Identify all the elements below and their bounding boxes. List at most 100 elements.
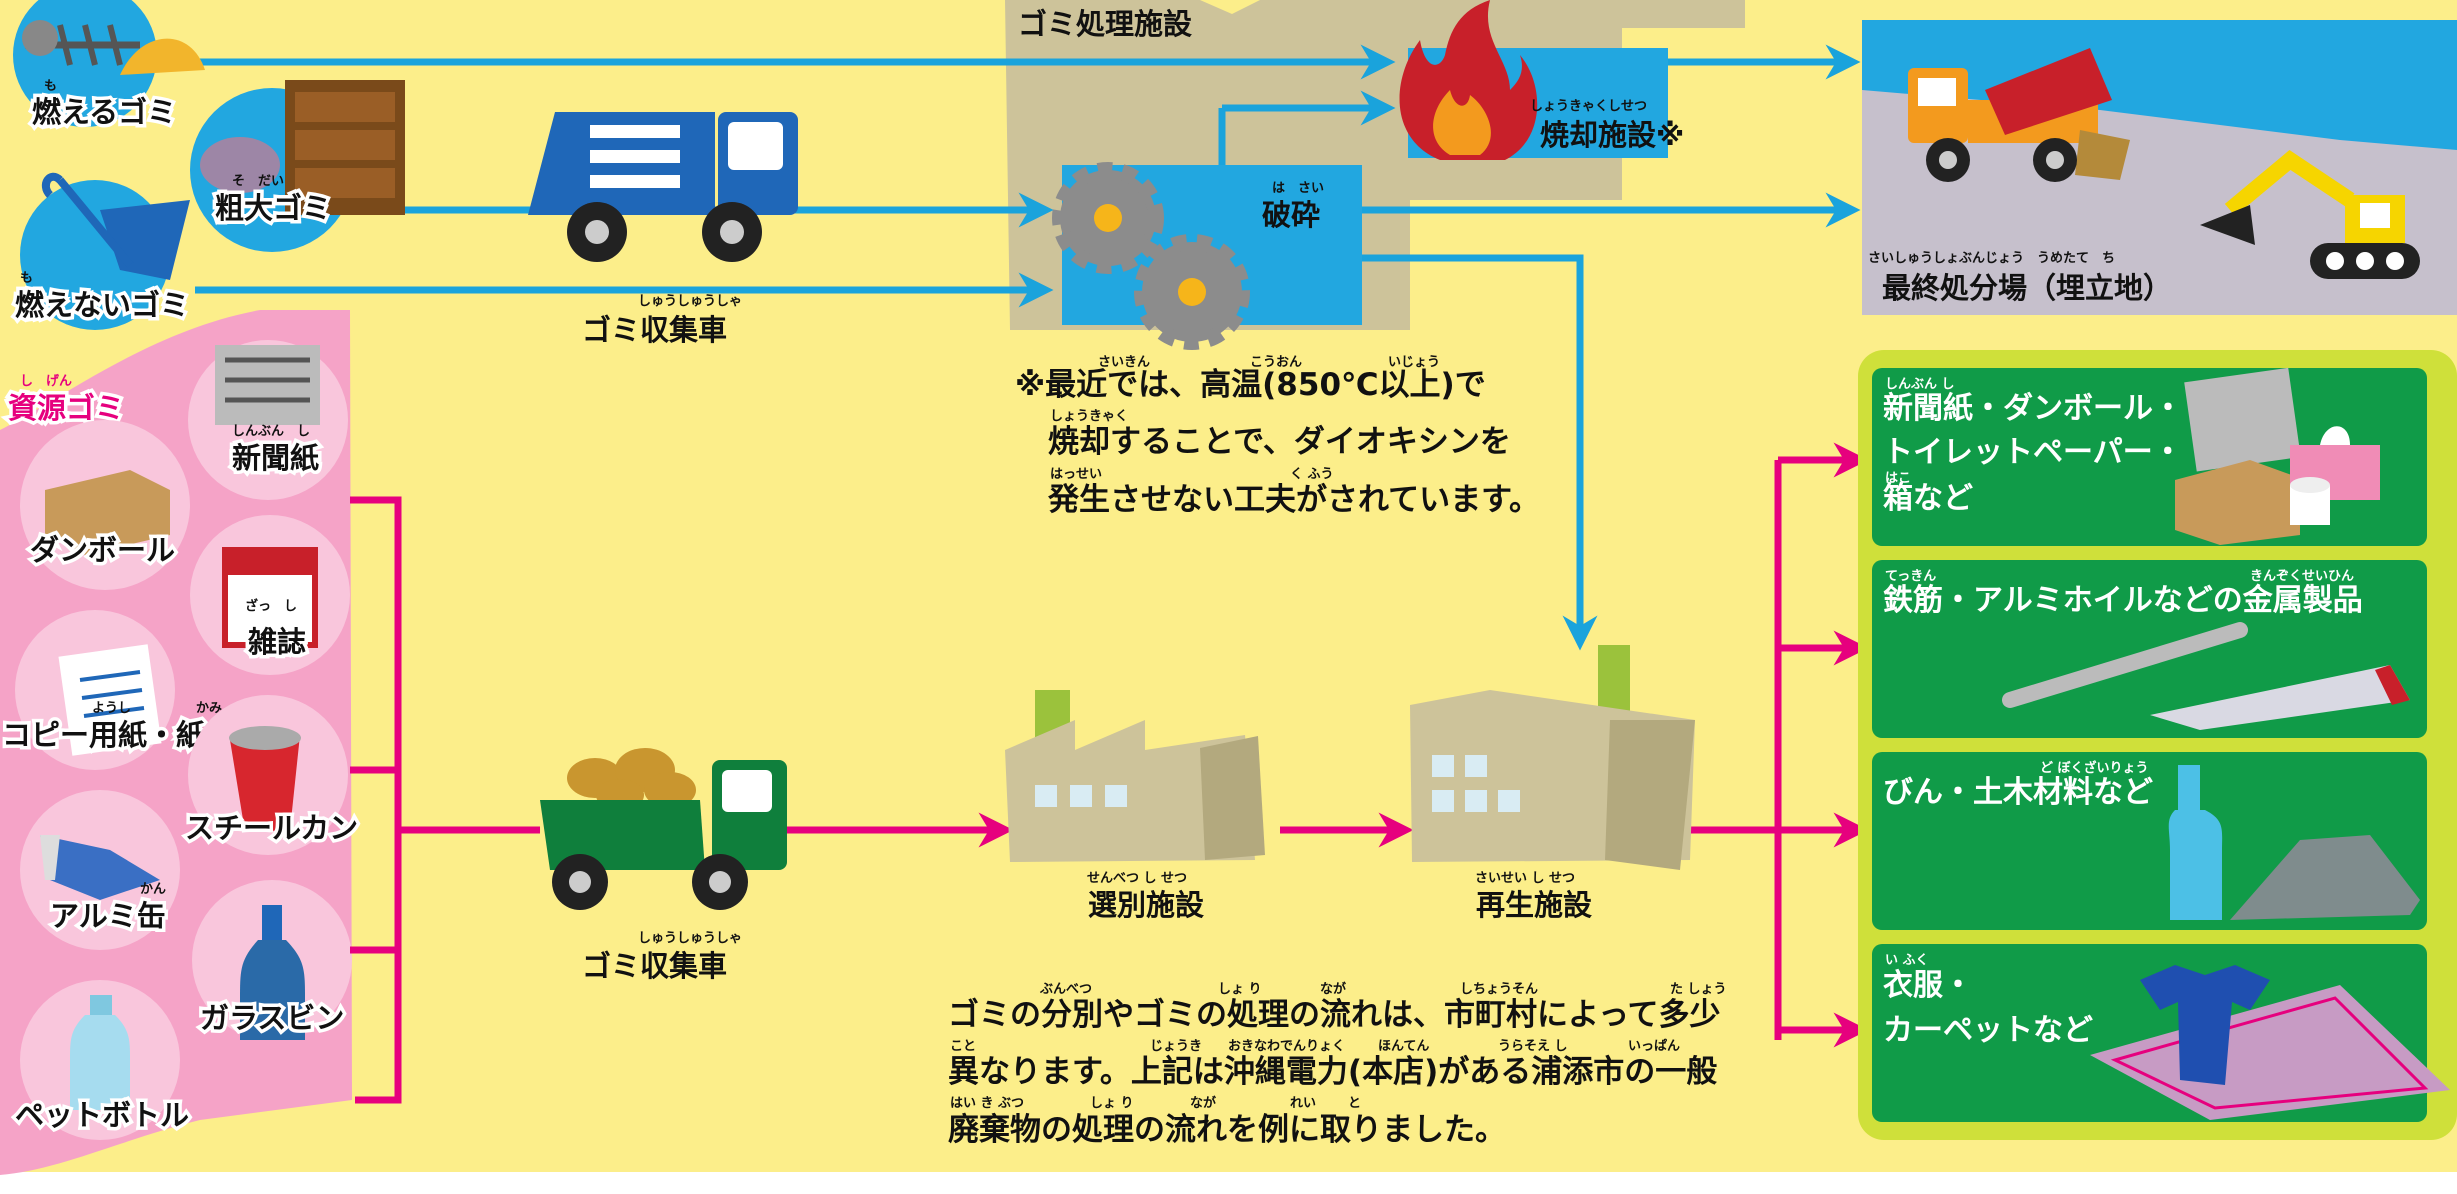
note-ruby: おきなわでんりょく	[1228, 1039, 1345, 1054]
burnable-ruby: も	[44, 79, 57, 94]
excavator-icon	[2200, 150, 2420, 279]
sorting-facility: せんべつ し せつ 選別施設	[1005, 690, 1265, 922]
newspaper-ruby: しんぶん し	[232, 424, 310, 439]
resource-newspaper: しんぶん し 新聞紙	[188, 340, 348, 500]
note-ruby: しょうきゃく	[1050, 409, 1128, 424]
product-ruby: ど ぼくざいりょう	[2040, 760, 2149, 776]
note-line-3: 発生させない工夫がされています。	[1047, 482, 1540, 518]
burnable-label: 燃えるゴミ	[32, 95, 176, 129]
note-ruby: さいきん	[1098, 355, 1150, 370]
product-line: 鉄筋・アルミホイルなどの金属製品	[1883, 583, 2363, 618]
note-ruby: はい き ぶつ	[950, 1096, 1024, 1111]
rebar-icon	[2002, 622, 2248, 708]
recycling-ruby: さいせい し せつ	[1475, 871, 1575, 886]
gear-icon	[1134, 234, 1250, 350]
newspaper-icon	[2184, 367, 2301, 472]
product-line: カーペットなど	[1883, 1013, 2093, 1048]
product-card-paper: しんぶん し 新聞紙・ダンボール・ トイレットペーパー・ はこ 箱など	[1872, 367, 2427, 546]
resource-flow-arrows	[350, 442, 1869, 1104]
resource-pet-bottle: ペットボトル	[12, 980, 193, 1140]
note-ruby: なが	[1190, 1095, 1216, 1111]
dump-truck-icon	[1908, 48, 2130, 182]
product-ruby: しんぶん し	[1885, 377, 1955, 392]
glass-bottle-label: ガラスビン	[200, 1001, 344, 1035]
resource-garbage-panel: し げん 資源ゴミ しんぶん し 新聞紙 ダンボール ざっ し 雑誌	[0, 310, 362, 1175]
note-ruby: た しょう	[1670, 982, 1727, 997]
incineration-facility: しょうきゃくしせつ 焼却施設※	[1399, 0, 1684, 160]
resource-truck: しゅうしゅうしゃ ゴミ収集車	[540, 748, 787, 983]
product-ruby: てっきん	[1885, 569, 1936, 584]
cardboard-box-icon	[2175, 460, 2300, 545]
carpet-icon	[2090, 985, 2450, 1120]
steel-can-label: スチールカン	[185, 811, 358, 845]
note-ruby: れい	[1290, 1096, 1316, 1111]
product-card-textile: い ふく 衣服・ カーペットなど	[1872, 944, 2450, 1122]
resource-cardboard: ダンボール	[20, 420, 190, 590]
treatment-facility-title: ゴミ処理施設	[1018, 7, 1193, 41]
basket-icon	[200, 137, 280, 193]
nonburnable-label: 燃えないゴミ	[15, 288, 189, 322]
magazine-label: 雑誌	[247, 625, 306, 659]
cardboard-label: ダンボール	[30, 533, 175, 567]
newspaper-icon	[215, 345, 320, 425]
resource-title: 資源ゴミ	[8, 391, 124, 425]
resource-truck-label: ゴミ収集車	[582, 949, 727, 983]
toilet-paper-icon	[2290, 477, 2330, 525]
factory-icon	[1410, 645, 1695, 870]
resource-glass-bottle: ガラスビン	[192, 880, 352, 1040]
product-line: 衣服・	[1883, 968, 1973, 1003]
pet-bottle-label: ペットボトル	[15, 1098, 189, 1132]
steel-can-icon	[230, 735, 300, 832]
recycling-label: 再生施設	[1476, 888, 1593, 922]
recycling-facility: さいせい し せつ 再生施設	[1410, 645, 1695, 922]
umbrella-icon	[41, 172, 190, 280]
landfill-panel: さいしゅうしょぶんじょう うめたて ち 最終処分場（埋立地）	[1862, 20, 2457, 315]
note-ruby: しちょうそん	[1460, 982, 1538, 997]
waste-nonburnable: も 燃えないゴミ	[12, 172, 193, 330]
waste-bulky: そ だい 粗大ゴミ	[190, 80, 405, 252]
note-ruby: しょ り	[1090, 1096, 1134, 1111]
copy-paper-ruby-2: かみ	[196, 701, 222, 716]
landfill-label: 最終処分場（埋立地）	[1882, 271, 2172, 305]
note-ruby: こうおん	[1250, 355, 1302, 370]
aluminum-foil-icon	[2150, 665, 2410, 730]
recycled-products-panel: しんぶん し 新聞紙・ダンボール・ トイレットペーパー・ はこ 箱など てっきん…	[1858, 350, 2457, 1140]
note-ruby: じょうき	[1150, 1039, 1202, 1054]
product-line: 箱など	[1883, 481, 1973, 516]
copy-paper-ruby: ようし	[92, 701, 131, 716]
resource-magazine: ざっ し 雑誌	[190, 515, 350, 675]
aluminum-can-ruby: かん	[140, 882, 166, 897]
garbage-truck-icon	[528, 112, 798, 262]
note-ruby: なが	[1320, 981, 1346, 997]
note-ruby: ほんてん	[1378, 1039, 1429, 1054]
note-ruby: うらそえ し	[1498, 1039, 1568, 1054]
product-card-metal: てっきん きんぞくせいひん 鉄筋・アルミホイルなどの金属製品	[1872, 560, 2427, 738]
regional-note: ぶんべつ しょ り なが しちょうそん た しょう ゴミの分別やゴミの処理の流れ…	[948, 981, 1727, 1148]
crushing-label: 破砕	[1262, 198, 1320, 232]
regional-note-line-2: 異なります。上記は沖縄電力(本店)がある浦添市の一般	[948, 1054, 1717, 1090]
crushing-facility: は さい 破砕	[1052, 162, 1362, 350]
factory-icon	[1005, 690, 1265, 862]
garbage-truck-ruby: しゅうしゅうしゃ	[638, 294, 742, 309]
regional-note-line-1: ゴミの分別やゴミの処理の流れは、市町村によって多少	[948, 997, 1721, 1033]
resource-aluminum-can: かん アルミ缶	[20, 790, 180, 950]
product-card-glass: ど ぼくざいりょう びん・土木材料など	[1872, 752, 2427, 930]
nonburnable-ruby: も	[20, 271, 33, 286]
product-line: びん・土木材料など	[1883, 775, 2153, 810]
resource-steel-can: スチールカン	[182, 695, 362, 855]
aluminum-can-label: アルミ缶	[50, 899, 166, 933]
note-line-2: 焼却することで、ダイオキシンを	[1048, 424, 1511, 460]
product-ruby: きんぞくせいひん	[2250, 569, 2354, 584]
incineration-label: 焼却施設※	[1540, 118, 1684, 152]
sorting-label: 選別施設	[1088, 888, 1205, 922]
bulky-label: 粗大ゴミ	[215, 191, 331, 225]
note-ruby: ぶんべつ	[1039, 982, 1092, 997]
bottle-icon	[240, 905, 305, 1040]
note-ruby: こと	[950, 1039, 976, 1054]
note-line-1: ※最近では、高温(850℃以上)で	[1015, 367, 1486, 403]
bottle-icon	[2168, 765, 2223, 920]
incineration-ruby: しょうきゃくしせつ	[1530, 99, 1647, 114]
newspaper-label: 新聞紙	[232, 441, 319, 475]
dresser-icon	[285, 80, 405, 215]
